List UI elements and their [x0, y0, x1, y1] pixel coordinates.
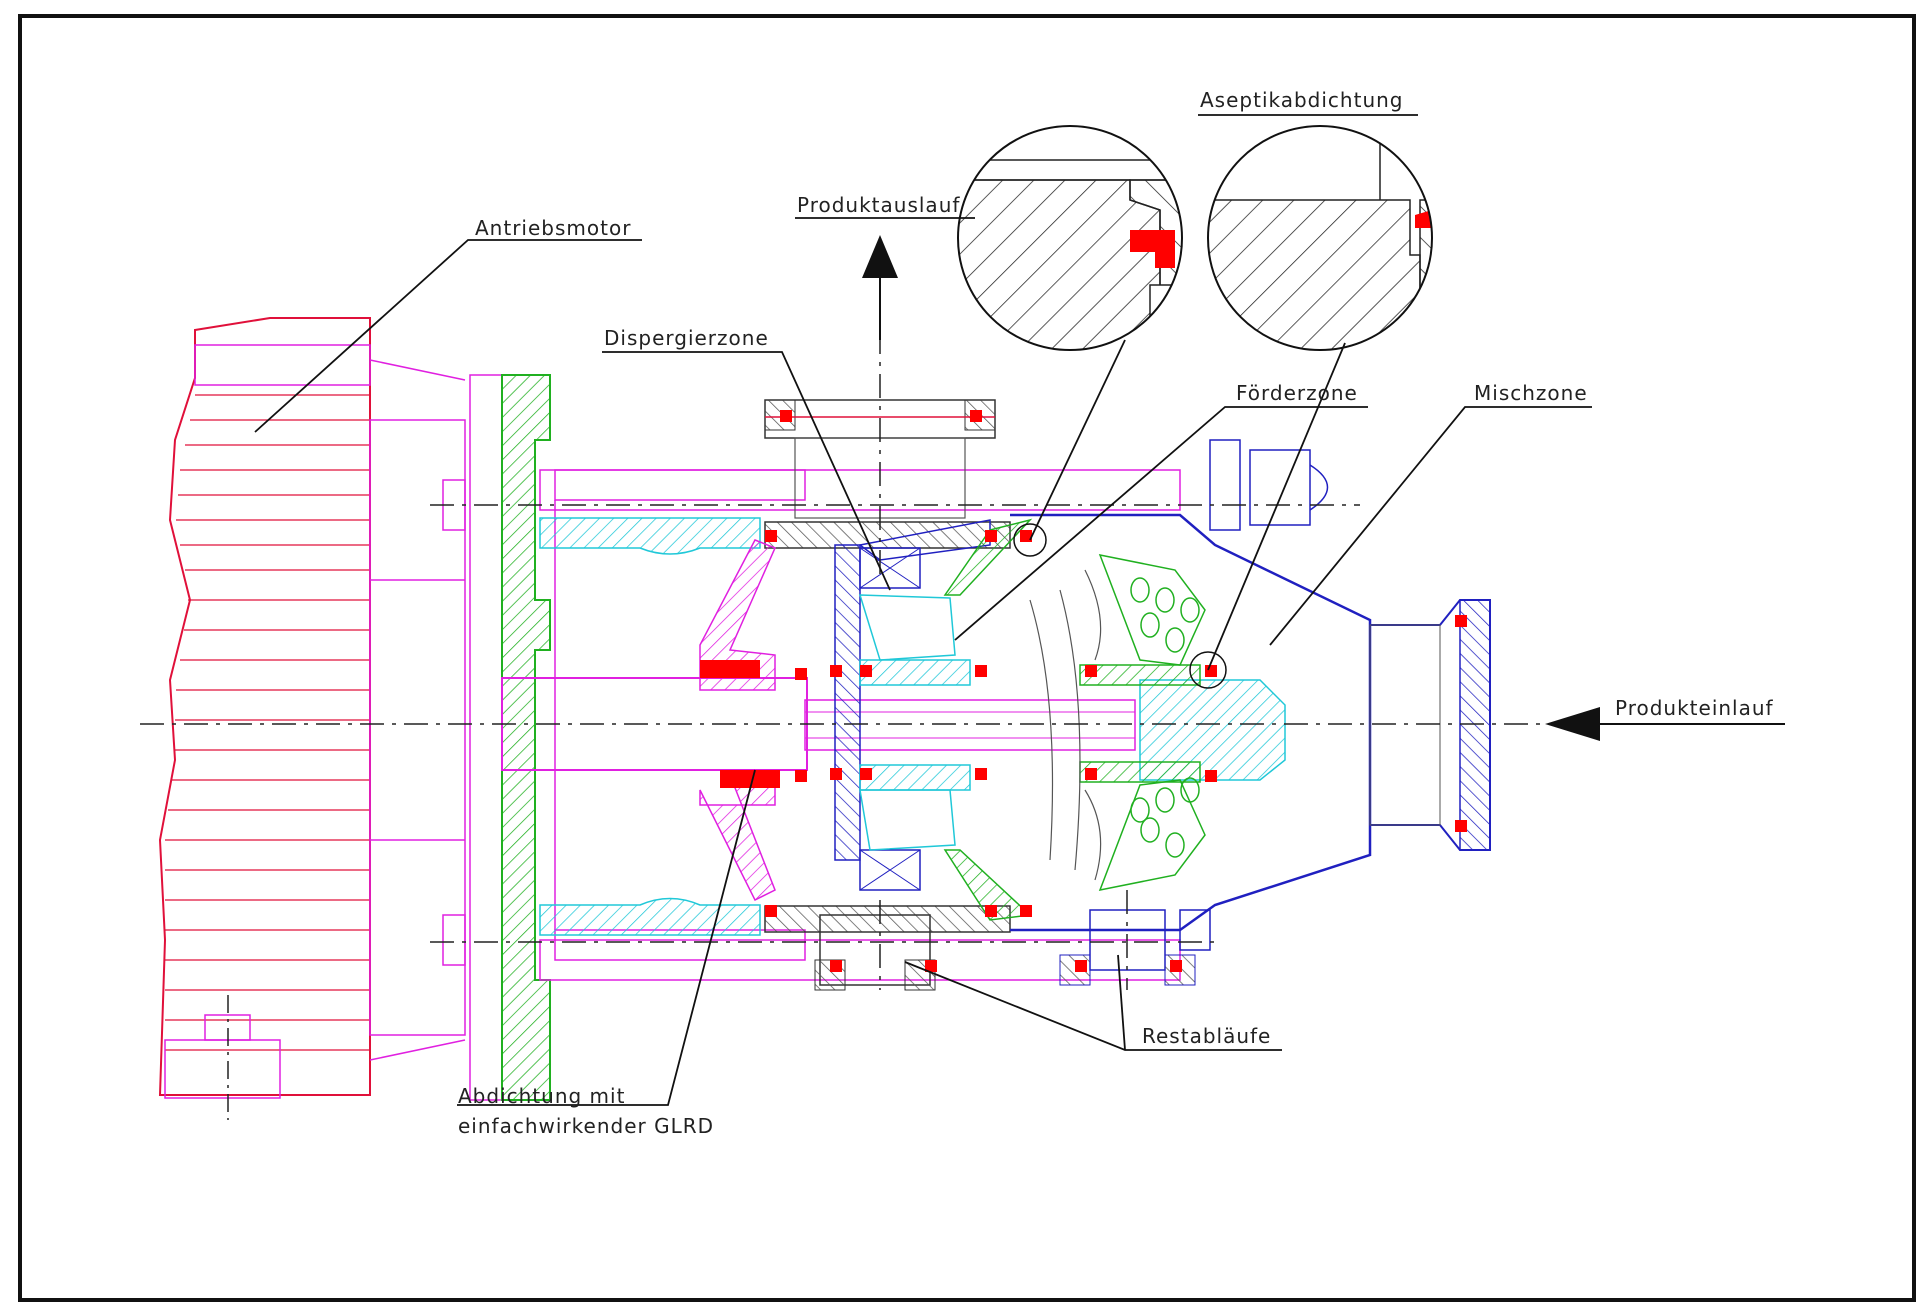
aseptic-seal-detail-2 — [1207, 125, 1433, 351]
rotor — [858, 594, 1286, 851]
label-product-inlet: Produkteinlauf — [1615, 696, 1774, 720]
label-product-outlet: Produktauslauf — [797, 193, 960, 217]
centre-lines — [140, 330, 1560, 990]
mounting-flange — [501, 374, 551, 1101]
detail-marker-1 — [1013, 523, 1047, 557]
drawing-frame — [18, 14, 1916, 1302]
lantern-housing — [369, 374, 806, 1101]
labels: Aseptikabdichtung Produktauslauf Antrieb… — [458, 88, 1774, 1138]
tie-rod-nut — [1209, 439, 1329, 531]
stator — [834, 513, 1372, 932]
label-aseptic-seal: Aseptikabdichtung — [1200, 88, 1404, 112]
label-seal-line2: einfachwirkender GLRD — [458, 1114, 714, 1138]
label-residual-drains: Restabläufe — [1142, 1024, 1271, 1048]
detail-marker-2 — [1189, 651, 1227, 689]
tie-rod-nut-lower — [1179, 909, 1211, 951]
label-mixing-zone: Mischzone — [1474, 381, 1588, 405]
label-seal-line1: Abdichtung mit — [458, 1084, 625, 1108]
product-inlet-nozzle — [1369, 599, 1491, 851]
label-conveying-zone: Förderzone — [1236, 381, 1358, 405]
conveying-mixing-rotor — [943, 518, 1206, 921]
aseptic-seal-detail-1 — [957, 125, 1183, 351]
label-drive-motor: Antriebsmotor — [475, 216, 631, 240]
drive-motor — [158, 317, 466, 1120]
seals — [700, 410, 1467, 972]
label-dispersing-zone: Dispergierzone — [604, 326, 769, 350]
leader-lines — [254, 114, 1785, 1106]
outlet-flow-arrow — [862, 235, 898, 340]
flange-bolts — [442, 479, 466, 966]
impeller-blades — [1029, 569, 1102, 881]
pump-housing — [539, 469, 1181, 981]
